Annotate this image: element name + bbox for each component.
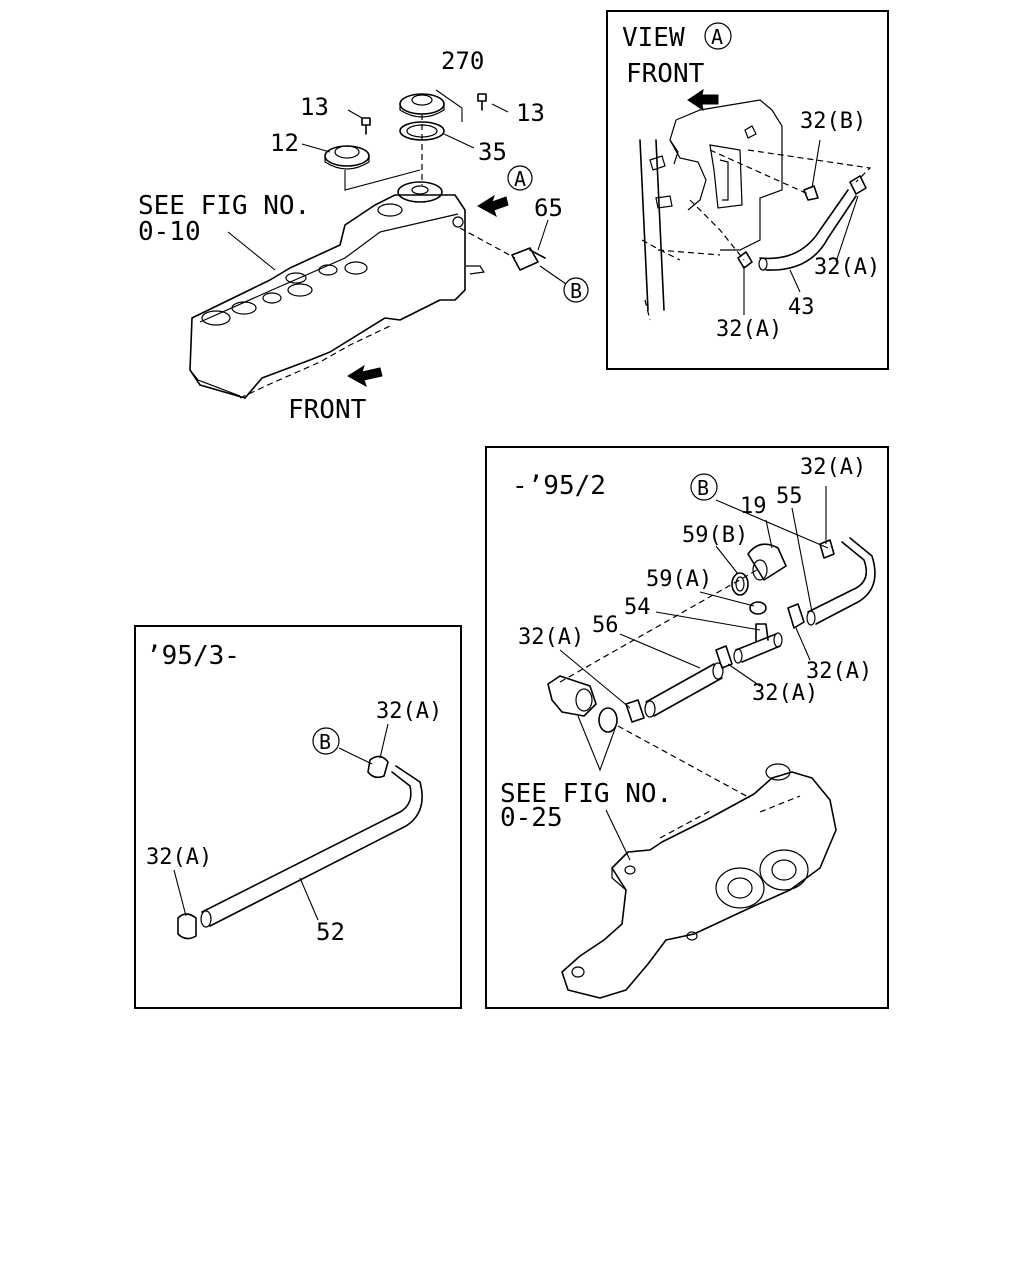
box-early-see-fig-num: 0-25 bbox=[500, 803, 563, 833]
view-a-label-32a-bottom: 32(A) bbox=[716, 317, 782, 342]
view-a-panel: VIEW A FRONT 32(B) 32(A) 43 32(A) bbox=[606, 10, 889, 370]
bolt-13-right bbox=[477, 93, 487, 111]
view-a-label-43: 43 bbox=[788, 295, 815, 320]
view-a-front: FRONT bbox=[626, 59, 705, 89]
tee-54 bbox=[735, 623, 781, 663]
clamp-59b bbox=[731, 572, 749, 596]
view-a-label-32b: 32(B) bbox=[800, 109, 866, 134]
callout-a-main: A bbox=[514, 167, 526, 191]
box-early-frame bbox=[485, 446, 889, 1009]
front-label-main: FRONT bbox=[288, 395, 367, 425]
bolt-13-left bbox=[361, 117, 371, 135]
hose-19 bbox=[747, 543, 787, 581]
box-early-callout-b: B bbox=[697, 476, 709, 500]
pipe-55 bbox=[807, 537, 876, 625]
clamp-32a-mid bbox=[715, 645, 733, 669]
see-fig-main: SEE FIG NO. bbox=[138, 191, 310, 221]
hose-52 bbox=[201, 765, 423, 927]
label-59b: 59(B) bbox=[682, 523, 748, 548]
label-13-left: 13 bbox=[300, 93, 329, 121]
clamp-32a-b-top bbox=[367, 755, 389, 779]
label-13-right: 13 bbox=[516, 99, 545, 127]
hose-56 bbox=[645, 663, 723, 717]
see-fig-main-num: 0-10 bbox=[138, 217, 201, 247]
label-32a-mid: 32(A) bbox=[752, 681, 818, 706]
view-a-frame bbox=[606, 10, 889, 370]
clamp-32a-b-left bbox=[177, 913, 197, 940]
oil-filler-base bbox=[397, 181, 443, 203]
box-late-label-32a-top: 32(A) bbox=[376, 699, 442, 724]
fitting-65 bbox=[511, 247, 546, 271]
clamp-32a-left bbox=[625, 699, 645, 723]
view-a-arrow bbox=[477, 194, 509, 218]
label-56: 56 bbox=[592, 613, 619, 638]
gasket bbox=[598, 707, 618, 733]
water-outlet bbox=[547, 675, 597, 717]
label-270: 270 bbox=[441, 47, 484, 75]
intake-manifold bbox=[561, 771, 837, 999]
label-32a-top: 32(A) bbox=[800, 455, 866, 480]
view-a-title: VIEW bbox=[622, 23, 685, 53]
clamp-32a-upper bbox=[849, 175, 867, 195]
label-12: 12 bbox=[270, 129, 299, 157]
rocker-cover bbox=[189, 194, 466, 399]
box-early-title: -’95/2 bbox=[512, 471, 606, 501]
front-arrow-main bbox=[347, 364, 383, 388]
box-late-callout-b: B bbox=[319, 730, 331, 754]
label-54: 54 bbox=[624, 595, 651, 620]
view-a-front-arrow bbox=[687, 88, 719, 112]
clamp-32b bbox=[803, 185, 819, 201]
label-65: 65 bbox=[534, 194, 563, 222]
label-59a: 59(A) bbox=[646, 567, 712, 592]
label-32a-left: 32(A) bbox=[518, 625, 584, 650]
rocker-cover-assembly: 270 13 13 12 35 65 A B SEE FIG NO. 0-10 … bbox=[138, 47, 589, 425]
view-a-label-32a-right: 32(A) bbox=[814, 255, 880, 280]
box-late-label-32a-left: 32(A) bbox=[146, 845, 212, 870]
callout-b-main: B bbox=[570, 279, 582, 303]
label-19: 19 bbox=[740, 494, 767, 519]
label-35: 35 bbox=[478, 138, 507, 166]
box-late-frame bbox=[134, 625, 462, 1009]
clamp-32a-top bbox=[819, 539, 835, 559]
view-a-title-callout: A bbox=[711, 25, 723, 49]
box-early-panel: -’95/2 B bbox=[485, 446, 889, 1009]
clamp-32a-right bbox=[787, 603, 805, 629]
box-late-label-52: 52 bbox=[316, 918, 345, 946]
cap-270 bbox=[399, 93, 445, 115]
label-32a-right: 32(A) bbox=[806, 659, 872, 684]
clamp-59a bbox=[749, 601, 767, 615]
clamp-32a-lower bbox=[737, 251, 753, 269]
box-late-title: ’95/3- bbox=[146, 641, 240, 671]
cap-12 bbox=[324, 145, 370, 167]
label-55: 55 bbox=[776, 484, 803, 509]
box-early-see-fig: SEE FIG NO. bbox=[500, 779, 672, 809]
hose-43 bbox=[759, 189, 857, 271]
box-late-panel: ’95/3- B 32(A) 32(A) 52 bbox=[134, 625, 462, 1009]
